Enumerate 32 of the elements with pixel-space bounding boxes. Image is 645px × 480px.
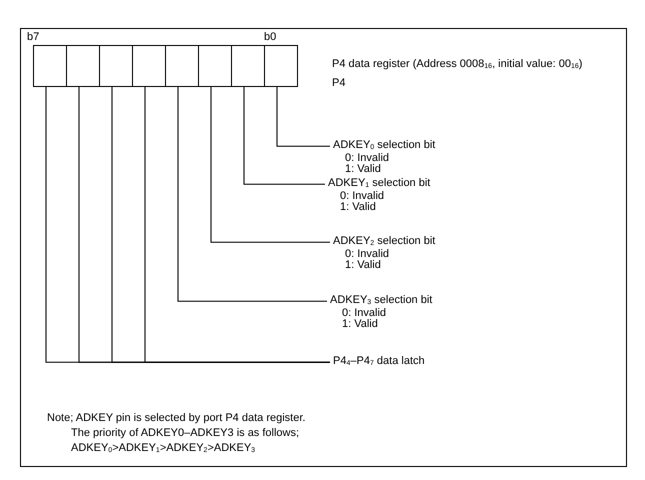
leader-line [244,86,326,185]
bit-cell [264,45,298,87]
bit-cell [99,45,133,87]
leader-line [178,86,328,302]
bit-value-text: 1: Valid [344,164,382,176]
bit-name: ADKEY$_{3}$ selection bit [330,295,432,308]
register-name: P4 data register (Address 0008$_{16}$, initial value: 00$_{16}$) [332,58,582,72]
bit-value-text: 0: Invalid [344,152,390,164]
bit-number: b0 [264,31,276,44]
bit-name: P4$_{4}$–P4$_{7}$ data latch [330,356,425,368]
bit-value-text: 1: Valid [344,260,382,272]
leader-line [276,86,330,147]
bit-number: b7 [27,31,40,44]
leader-line [210,86,330,243]
bit-name: ADKEY$_{2}$ selection bit [333,236,436,248]
bit-cell [33,45,67,87]
bit-cell [198,45,232,87]
bit-value-text: 0: Invalid [339,190,386,202]
note-text: The priority of ADKEY0–ADKEY3 is as follows; [71,427,300,440]
bit-cell [132,45,166,87]
note-text: Note; ADKEY pin is selected by port P4 data register. [47,412,306,425]
note-text: ADKEY$_{0}$>ADKEY$_{1}$>ADKEY$_{2}$>ADKEY$_{3}$ [71,442,256,456]
bit-name: ADKEY$_{1}$ selection bit [328,178,430,190]
bit-value-text: 0: Invalid [344,248,390,260]
bit-value-text: 0: Invalid [341,308,388,319]
register-name: P4 [332,77,346,90]
bit-name: ADKEY$_{0}$ selection bit [333,140,436,152]
bit-cell [66,45,100,87]
bit-value-text: 1: Valid [339,202,377,214]
bit-cell [165,45,199,87]
bit-cell [231,45,265,87]
bit-value-text: 1: Valid [341,319,379,330]
